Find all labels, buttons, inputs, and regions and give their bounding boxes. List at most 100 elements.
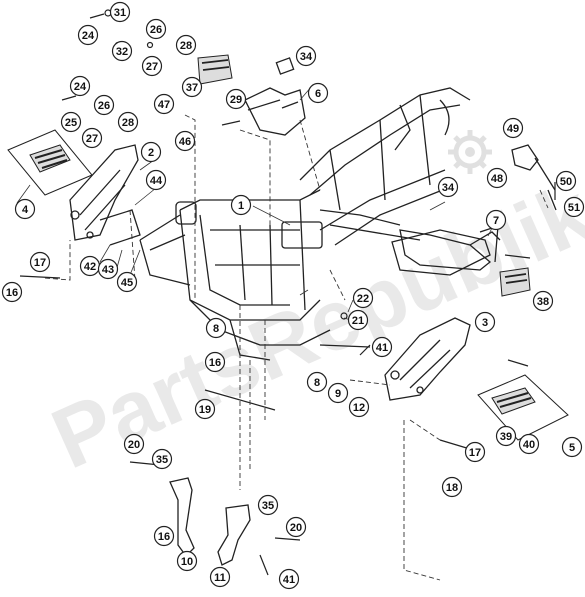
callout-circle [352, 287, 374, 309]
callout-label: 9 [335, 388, 341, 400]
callout-24-1[interactable]: 24 [77, 24, 99, 46]
callout-circle [532, 290, 554, 312]
callout-51-25[interactable]: 51 [563, 196, 585, 218]
callout-circle [14, 198, 36, 220]
callout-circle [278, 568, 300, 590]
callout-20-43[interactable]: 20 [123, 433, 145, 455]
callout-circle [117, 111, 139, 133]
callout-label: 47 [158, 99, 170, 111]
callout-44-19[interactable]: 44 [145, 169, 167, 191]
callout-label: 35 [156, 454, 168, 466]
callout-label: 24 [74, 81, 87, 93]
callout-45-30[interactable]: 45 [116, 271, 138, 293]
callout-28-5[interactable]: 28 [175, 34, 197, 56]
callout-1-24[interactable]: 1 [230, 194, 252, 216]
callout-46-16[interactable]: 46 [174, 130, 196, 152]
callout-29-9[interactable]: 29 [225, 88, 247, 110]
callout-48-20[interactable]: 48 [486, 167, 508, 189]
callout-8-39[interactable]: 8 [306, 371, 328, 393]
callout-27-15[interactable]: 27 [81, 127, 103, 149]
callout-26-2[interactable]: 26 [145, 18, 167, 40]
callout-16-31[interactable]: 16 [1, 281, 23, 303]
footpeg-38 [499, 267, 531, 297]
callout-25-13[interactable]: 25 [60, 111, 82, 133]
callout-39-45[interactable]: 39 [495, 425, 517, 447]
callout-circle [257, 494, 279, 516]
callout-label: 45 [121, 277, 133, 289]
callout-circle [347, 309, 369, 331]
callout-47-12[interactable]: 47 [153, 93, 175, 115]
callout-19-42[interactable]: 19 [194, 398, 216, 420]
callout-18-49[interactable]: 18 [441, 476, 463, 498]
callout-label: 10 [181, 556, 193, 568]
callout-20-51[interactable]: 20 [285, 516, 307, 538]
callout-circle [93, 94, 115, 116]
callout-22-33[interactable]: 22 [352, 287, 374, 309]
callout-10-53[interactable]: 10 [176, 550, 198, 572]
callout-label: 17 [469, 447, 481, 459]
callout-circle [116, 271, 138, 293]
callout-label: 26 [98, 100, 110, 112]
callout-38-32[interactable]: 38 [532, 290, 554, 312]
callout-circle [109, 1, 131, 23]
callout-circle [306, 371, 328, 393]
callout-label: 26 [150, 24, 162, 36]
callout-16-52[interactable]: 16 [153, 525, 175, 547]
callout-label: 17 [34, 257, 46, 269]
callout-label: 24 [82, 30, 95, 42]
top-bracket-29 [244, 57, 306, 136]
lower-bracket-11 [217, 504, 251, 566]
callout-40-46[interactable]: 40 [518, 433, 540, 455]
callout-21-34[interactable]: 21 [347, 309, 369, 331]
callout-32-3[interactable]: 32 [111, 40, 133, 62]
callout-11-54[interactable]: 11 [209, 566, 231, 588]
callout-label: 20 [290, 522, 302, 534]
callout-circle [145, 18, 167, 40]
callout-34-21[interactable]: 34 [437, 176, 459, 198]
callout-42-28[interactable]: 42 [79, 255, 101, 277]
callout-12-41[interactable]: 12 [348, 396, 370, 418]
callout-circle [327, 382, 349, 404]
callout-50-22[interactable]: 50 [555, 170, 577, 192]
callout-7-26[interactable]: 7 [485, 209, 507, 231]
callout-17-27[interactable]: 17 [29, 251, 51, 273]
callout-49-18[interactable]: 49 [502, 117, 524, 139]
callout-37-8[interactable]: 37 [181, 76, 203, 98]
callout-9-40[interactable]: 9 [327, 382, 349, 404]
callout-label: 49 [507, 123, 519, 135]
lower-bracket-10 [169, 477, 195, 557]
callout-circle [230, 194, 252, 216]
callout-16-38[interactable]: 16 [204, 351, 226, 373]
callout-circle [563, 196, 585, 218]
callout-4-23[interactable]: 4 [14, 198, 36, 220]
callout-24-7[interactable]: 24 [69, 75, 91, 97]
callout-5-47[interactable]: 5 [561, 436, 583, 458]
callout-label: 12 [353, 402, 365, 414]
callout-label: 51 [568, 202, 580, 214]
callout-41-37[interactable]: 41 [371, 336, 393, 358]
callout-label: 11 [214, 572, 226, 584]
callout-3-35[interactable]: 3 [474, 311, 496, 333]
callout-35-50[interactable]: 35 [257, 494, 279, 516]
callout-label: 27 [86, 133, 98, 145]
callout-41-55[interactable]: 41 [278, 568, 300, 590]
callout-26-11[interactable]: 26 [93, 94, 115, 116]
callout-circle [348, 396, 370, 418]
callout-27-4[interactable]: 27 [141, 55, 163, 77]
callout-circle [486, 167, 508, 189]
callout-circle [77, 24, 99, 46]
callout-8-36[interactable]: 8 [205, 317, 227, 339]
callout-34-6[interactable]: 34 [295, 45, 317, 67]
callout-17-48[interactable]: 17 [464, 441, 486, 463]
callout-circle [176, 550, 198, 572]
callout-28-14[interactable]: 28 [117, 111, 139, 133]
callout-6-10[interactable]: 6 [307, 82, 329, 104]
callout-31-0[interactable]: 31 [109, 1, 131, 23]
callout-circle [485, 209, 507, 231]
callout-circle [441, 476, 463, 498]
callout-43-29[interactable]: 43 [97, 258, 119, 280]
callout-35-44[interactable]: 35 [151, 448, 173, 470]
callout-label: 20 [128, 439, 140, 451]
callout-2-17[interactable]: 2 [140, 141, 162, 163]
